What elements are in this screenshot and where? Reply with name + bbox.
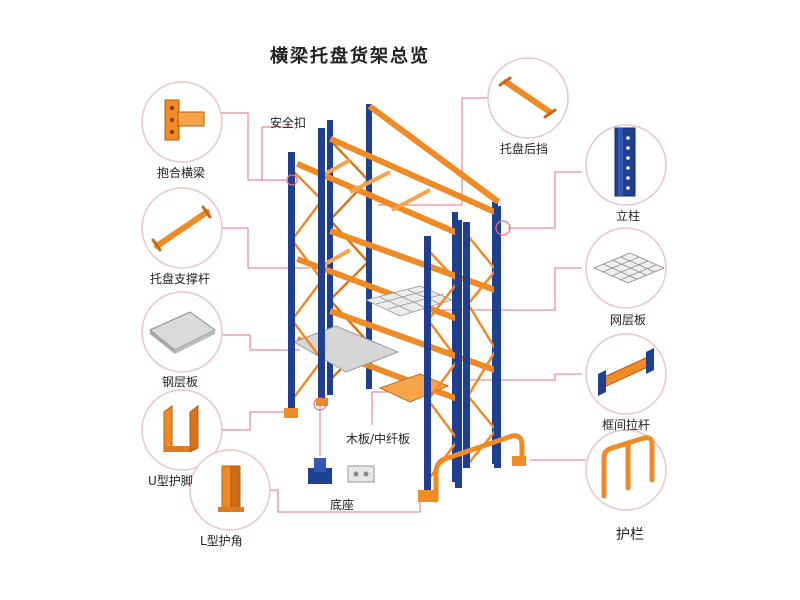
pallet-stop-icon	[498, 76, 557, 119]
leader-brace	[465, 373, 582, 381]
wire-deck-icon	[592, 252, 666, 284]
frame-brace-icon	[598, 348, 654, 396]
label-upright: 立柱	[616, 209, 641, 223]
leader-pallet-support	[221, 227, 310, 269]
callout-u-guard	[141, 389, 223, 471]
label-guardrail: 护栏	[616, 527, 644, 543]
upright-icon	[614, 127, 636, 197]
leader-steel-deck	[221, 334, 300, 351]
l-guard-icon	[218, 465, 244, 512]
pallet-support-icon	[151, 205, 212, 252]
u-guard-icon	[163, 405, 199, 453]
label-steel-deck: 钢层板	[162, 375, 199, 389]
label-l-guard: L型护角	[200, 534, 243, 548]
base-plate-icon	[308, 458, 375, 484]
label-pallet-support: 托盘支撑杆	[150, 272, 211, 286]
label-safety-lock: 安全扣	[270, 116, 307, 130]
label-base: 底座	[330, 498, 355, 512]
label-box-beam: 抱合横梁	[157, 166, 206, 180]
leader-pallet-stop	[378, 97, 490, 206]
leader-safety-lock	[261, 126, 292, 181]
leader-u-guard	[221, 411, 286, 431]
leader-upright	[508, 171, 582, 229]
label-u-guard: U型护脚	[148, 474, 193, 488]
guardrail-icon	[601, 435, 655, 499]
label-wire-deck: 网层板	[610, 313, 647, 327]
diagram-title: 横梁托盘货架总览	[270, 46, 430, 67]
steel-deck-icon	[149, 311, 216, 354]
box-beam-icon	[164, 99, 205, 141]
label-wood-board: 木板/中纤板	[346, 432, 411, 446]
label-frame-brace: 框间拉杆	[602, 418, 651, 432]
leader-box-beam	[221, 112, 282, 181]
leader-lines	[221, 97, 586, 513]
rack-structure	[284, 103, 526, 503]
label-pallet-stop: 托盘后挡	[500, 142, 549, 156]
leader-wood	[371, 391, 402, 425]
leader-l-guard	[268, 489, 421, 513]
guardrail-on-rack	[433, 433, 525, 503]
steel-deck-on-rack	[292, 325, 400, 373]
